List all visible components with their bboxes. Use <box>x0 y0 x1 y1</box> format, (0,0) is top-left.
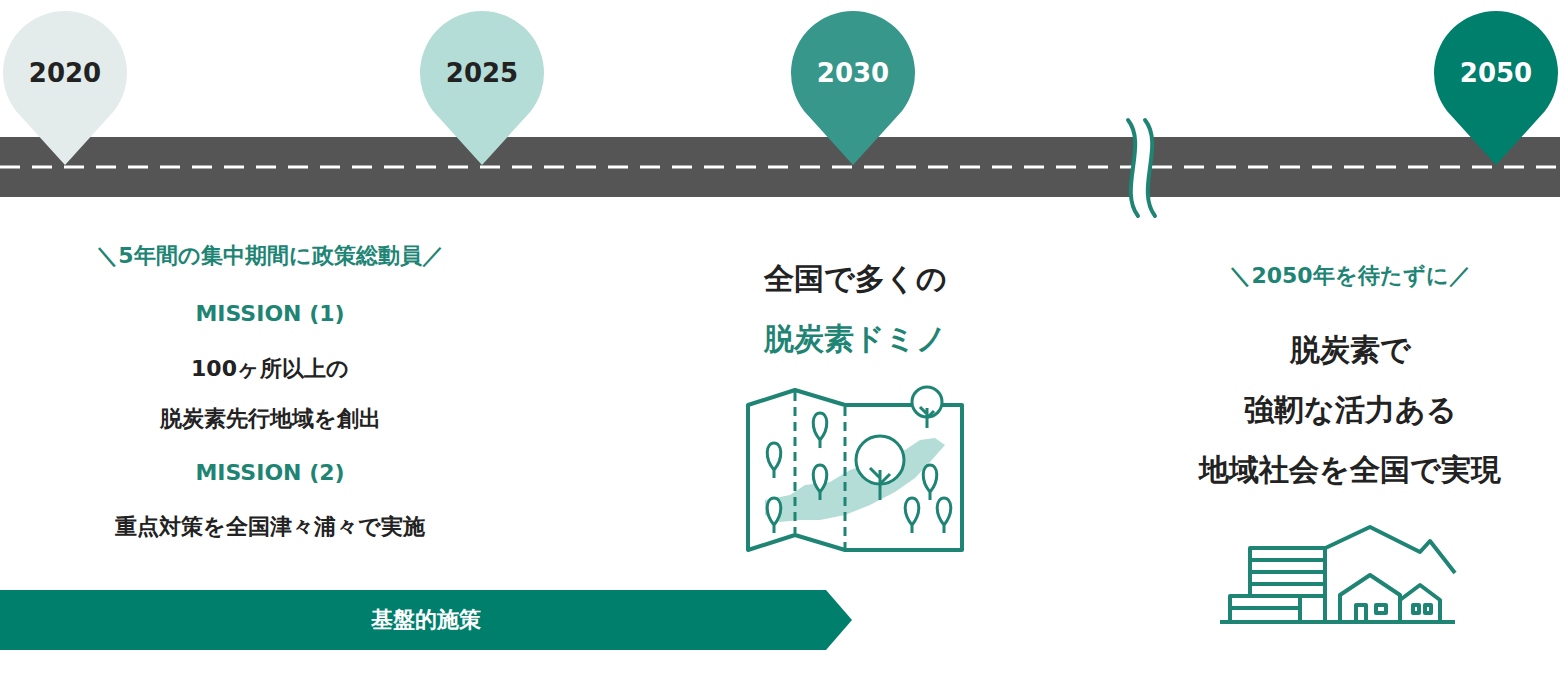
trees <box>767 387 951 533</box>
pin-fill <box>1434 11 1558 165</box>
milestone-text: 脱炭素ドミノ <box>695 318 1015 360</box>
map-outline <box>748 390 962 550</box>
building-low <box>1230 596 1300 622</box>
year-pin: 2025 <box>419 10 545 166</box>
year-label: 2025 <box>446 58 518 88</box>
pin-shape <box>1433 10 1559 166</box>
mission-title: MISSION (1) <box>120 298 420 329</box>
pin-shape <box>2 10 128 166</box>
house <box>1340 575 1400 622</box>
section-heading: ＼5年間の集中期間に政策総動員／ <box>40 240 500 271</box>
map-icon <box>748 387 962 550</box>
milestone-text: 全国で多くの <box>695 258 1015 300</box>
building-stripes <box>1250 560 1325 596</box>
mission-title: MISSION (2) <box>120 457 420 488</box>
arrow-band: 基盤的施策 <box>0 590 852 650</box>
band-fill <box>0 590 852 650</box>
mission-text: 100ヶ所以上の 脱炭素先行地域を創出 <box>135 344 405 444</box>
map-fold <box>794 392 797 533</box>
band-label: 基盤的施策 <box>371 605 481 635</box>
road-break <box>1128 120 1155 216</box>
year-pin: 2030 <box>790 10 916 166</box>
year-label: 2030 <box>817 58 889 88</box>
year-label: 2020 <box>29 58 101 88</box>
section-heading: ＼2050年を待たずに／ <box>1150 260 1550 291</box>
building-stripe <box>1230 606 1300 610</box>
mission-text: 重点対策を全国津々浦々で実施 <box>50 511 490 542</box>
town-icon <box>1220 527 1455 622</box>
pin-fill <box>420 11 544 165</box>
year-pin: 2050 <box>1433 10 1559 166</box>
road-dash <box>0 166 1560 169</box>
map-fold <box>844 407 847 548</box>
year-label: 2050 <box>1460 58 1532 88</box>
pin-fill <box>3 11 127 165</box>
break-mark <box>1128 120 1138 216</box>
pin-shape <box>419 10 545 166</box>
road <box>0 137 1560 197</box>
pin-fill <box>791 11 915 165</box>
house-windows <box>1356 605 1431 622</box>
pin-shape <box>790 10 916 166</box>
break-mark <box>1145 120 1155 216</box>
goal-text: 脱炭素で 強靭な活力ある 地域社会を全国で実現 <box>1185 320 1515 500</box>
ground-line <box>1220 620 1455 624</box>
year-pin: 2020 <box>2 10 128 166</box>
